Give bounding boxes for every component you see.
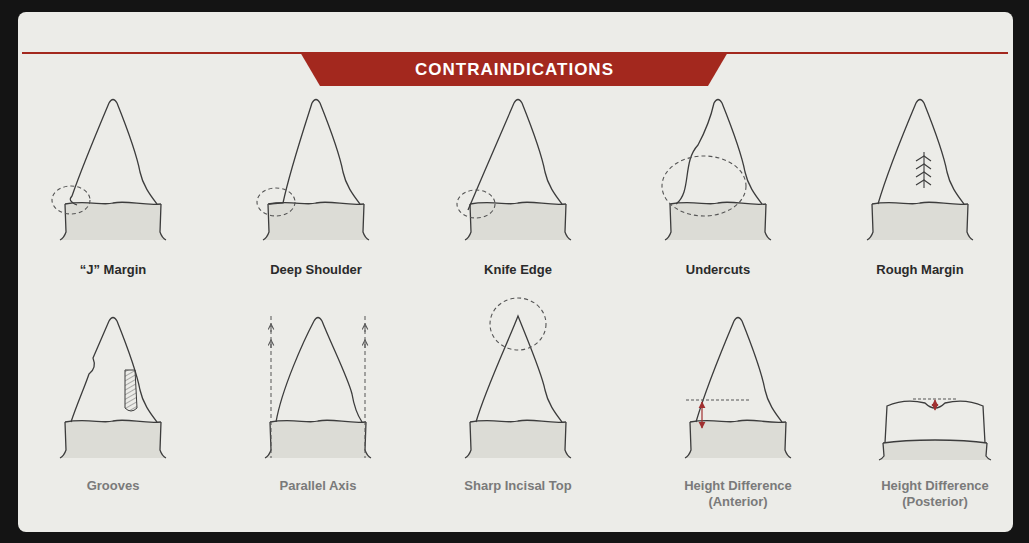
root-outline — [363, 204, 369, 240]
prep-outline — [276, 318, 362, 423]
root-outline — [263, 204, 269, 240]
root-shade — [867, 202, 973, 240]
root-outline — [685, 422, 691, 458]
root-outline — [879, 443, 884, 460]
axis-line — [365, 316, 366, 458]
root-outline — [785, 422, 791, 458]
gum-line — [883, 440, 987, 443]
root-outline — [365, 422, 371, 458]
figure-caption: Parallel Axis — [233, 478, 403, 494]
rough-mark — [916, 164, 931, 169]
rough-mark — [923, 152, 924, 188]
root-shade — [465, 202, 571, 240]
prep-outline — [696, 318, 782, 423]
prep-outline — [676, 100, 762, 205]
axis-arrow — [271, 326, 272, 332]
figure-caption: Height Difference (Anterior) — [653, 478, 823, 510]
axis-arrow — [365, 326, 366, 332]
highlight-circle — [457, 190, 495, 218]
gum-line — [470, 202, 566, 204]
axis-line — [271, 316, 272, 458]
figure-caption: Sharp Incisal Top — [433, 478, 603, 494]
rough-mark — [916, 172, 931, 177]
prep-outline — [468, 100, 562, 211]
tooth-drawing — [879, 399, 991, 460]
height-arrow — [934, 400, 935, 410]
prep-outline — [878, 100, 964, 205]
tooth-drawing — [465, 298, 571, 458]
figure-caption: Knife Edge — [433, 262, 603, 278]
root-outline — [565, 422, 571, 458]
gum-line — [65, 202, 161, 204]
root-outline — [765, 204, 771, 240]
figure-caption: “J” Margin — [28, 262, 198, 278]
figure-caption: Height Difference (Posterior) — [850, 478, 1020, 510]
axis-arrow — [271, 342, 272, 348]
rough-mark — [916, 180, 931, 185]
tooth-drawing — [257, 100, 369, 241]
root-shade — [263, 202, 369, 240]
root-outline — [160, 204, 166, 240]
figure-caption: Grooves — [28, 478, 198, 494]
root-outline — [265, 422, 271, 458]
gum-line — [690, 420, 786, 422]
root-shade — [665, 202, 771, 240]
gum-line — [670, 202, 766, 204]
tooth-drawing — [457, 100, 571, 241]
figure-caption: Rough Margin — [835, 262, 1005, 278]
gum-line — [872, 202, 968, 204]
highlight-circle — [257, 188, 295, 216]
highlight-circle — [52, 186, 90, 214]
root-outline — [986, 443, 991, 460]
root-shade — [879, 440, 991, 460]
root-outline — [465, 422, 471, 458]
gum-line — [270, 420, 366, 422]
tooth-drawing — [867, 100, 973, 241]
prep-outline — [476, 316, 562, 422]
gum-line — [65, 420, 161, 422]
root-outline — [867, 204, 873, 240]
root-shade — [265, 420, 371, 458]
reference-line — [913, 399, 957, 400]
rough-mark — [916, 156, 931, 161]
root-outline — [160, 422, 166, 458]
root-outline — [60, 204, 66, 240]
groove-hatch — [125, 370, 137, 411]
reference-line — [686, 400, 750, 401]
axis-arrow — [365, 342, 366, 348]
root-outline — [665, 204, 671, 240]
root-outline — [967, 204, 973, 240]
root-shade — [465, 420, 571, 458]
tooth-drawing — [685, 318, 791, 459]
prep-outline — [71, 318, 157, 423]
root-shade — [60, 420, 166, 458]
root-outline — [60, 422, 66, 458]
gum-line — [470, 420, 566, 422]
slide-title: CONTRAINDICATIONS — [0, 60, 1029, 80]
highlight-circle — [490, 298, 546, 350]
height-arrow — [701, 402, 702, 428]
highlight-circle — [662, 156, 746, 216]
tooth-drawing — [60, 318, 166, 459]
root-outline — [565, 204, 571, 240]
tooth-drawing — [52, 100, 166, 241]
figure-caption: Deep Shoulder — [231, 262, 401, 278]
figure-caption: Undercuts — [633, 262, 803, 278]
root-shade — [685, 420, 791, 458]
tooth-drawing — [662, 100, 771, 241]
tooth-drawing — [265, 316, 371, 458]
root-shade — [60, 202, 166, 240]
prep-outline — [70, 100, 157, 206]
